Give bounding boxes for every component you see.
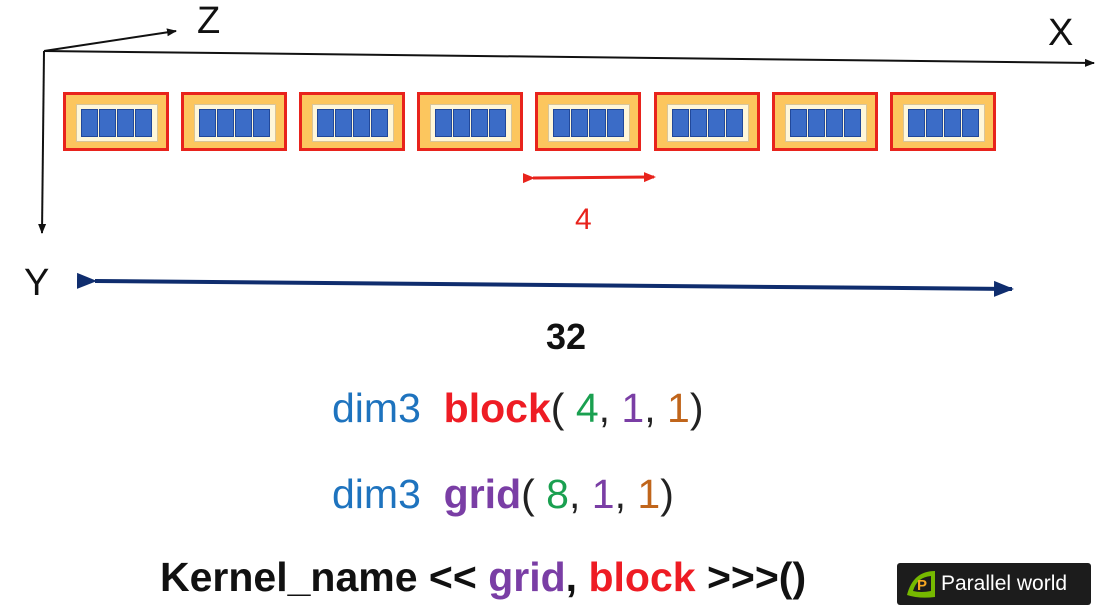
launch-arg-separator: ,	[565, 554, 578, 600]
thread-cell	[99, 109, 116, 137]
y-axis-label: Y	[24, 262, 50, 304]
thread-cell	[844, 109, 861, 137]
block-variable-name: block	[443, 385, 551, 431]
thread-cell	[926, 109, 943, 137]
block-width-label: 4	[575, 203, 592, 236]
thread-cell	[135, 109, 152, 137]
thread-block-inner	[312, 104, 394, 142]
block-width-arrow	[522, 172, 656, 184]
thread-cell	[589, 109, 606, 137]
thread-block-inner	[548, 104, 630, 142]
thread-cell	[81, 109, 98, 137]
block-dim-x: 4	[575, 385, 599, 431]
grid-variable-name: grid	[443, 471, 522, 517]
watermark-text: Parallel world	[941, 572, 1068, 595]
thread-cell	[826, 109, 843, 137]
thread-block-inner	[785, 104, 867, 142]
thread-cell	[944, 109, 961, 137]
thread-cell	[553, 109, 570, 137]
thread-cell	[335, 109, 352, 137]
thread-cell	[435, 109, 452, 137]
thread-cell	[317, 109, 334, 137]
launch-close-brackets: >>>()	[706, 554, 807, 600]
thread-cell	[371, 109, 388, 137]
thread-cell	[353, 109, 370, 137]
thread-block	[772, 92, 878, 151]
thread-block-inner	[194, 104, 276, 142]
thread-cell	[253, 109, 270, 137]
x-axis-line	[43, 50, 1095, 67]
thread-cell	[607, 109, 624, 137]
thread-cell	[235, 109, 252, 137]
kernel-name: Kernel_name	[160, 554, 418, 600]
thread-block	[299, 92, 405, 151]
thread-cell	[962, 109, 979, 137]
thread-cell	[117, 109, 134, 137]
thread-cell	[808, 109, 825, 137]
thread-cell	[453, 109, 470, 137]
thread-cell	[489, 109, 506, 137]
thread-cell	[726, 109, 743, 137]
thread-cell	[690, 109, 707, 137]
thread-cell	[217, 109, 234, 137]
thread-block-inner	[76, 104, 158, 142]
launch-arg-block: block	[588, 554, 696, 600]
thread-cell	[199, 109, 216, 137]
grid-dim-y: 1	[591, 471, 615, 517]
thread-block	[63, 92, 169, 151]
thread-block-inner	[903, 104, 985, 142]
thread-cell	[708, 109, 725, 137]
z-axis-label: Z	[197, 0, 221, 42]
thread-block	[654, 92, 760, 151]
grid-dim-x: 8	[546, 471, 569, 517]
x-axis-label: X	[1048, 12, 1074, 54]
dim3-keyword: dim3	[332, 471, 421, 517]
code-line-block-declaration: dim3 block( 4, 1, 1)	[332, 385, 704, 431]
block-dim-z: 1	[667, 385, 690, 431]
watermark-logo-letter: P	[917, 577, 927, 594]
code-line-kernel-launch: Kernel_name << grid, block >>>()	[160, 557, 806, 598]
thread-cell	[471, 109, 488, 137]
thread-block	[535, 92, 641, 151]
thread-block	[181, 92, 287, 151]
thread-block	[417, 92, 523, 151]
thread-block-inner	[430, 104, 512, 142]
code-line-grid-declaration: dim3 grid( 8, 1, 1)	[332, 471, 674, 517]
thread-cell	[672, 109, 689, 137]
launch-open-brackets: <<	[428, 554, 477, 600]
z-axis-line	[43, 28, 177, 52]
parallel-world-watermark: P Parallel world	[897, 563, 1091, 605]
thread-block	[890, 92, 996, 151]
grid-dim-z: 1	[637, 471, 661, 517]
grid-width-arrow	[76, 272, 1014, 297]
block-dim-y: 1	[621, 385, 645, 431]
launch-arg-grid: grid	[488, 554, 566, 600]
grid-width-label: 32	[546, 316, 587, 357]
nvidia-eye-logo-icon: P	[907, 571, 935, 598]
y-axis-line	[38, 50, 47, 234]
thread-cell	[571, 109, 588, 137]
thread-cell	[908, 109, 925, 137]
thread-cell	[790, 109, 807, 137]
dim3-keyword: dim3	[332, 385, 421, 431]
thread-block-inner	[667, 104, 749, 142]
